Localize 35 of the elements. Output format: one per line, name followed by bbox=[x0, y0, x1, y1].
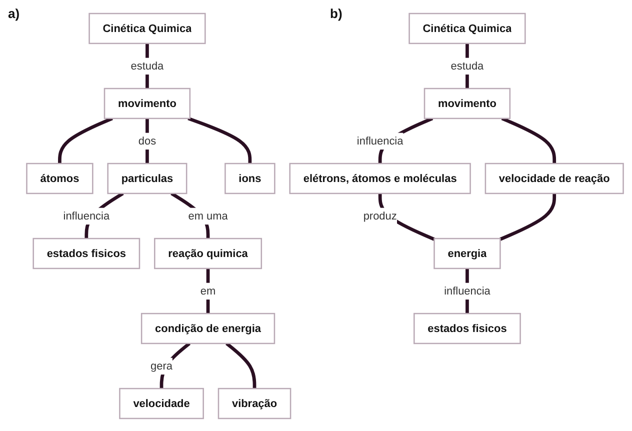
node-box: energia bbox=[434, 238, 501, 270]
node-box: estados fisicos bbox=[32, 238, 140, 270]
node-box: vibração bbox=[218, 388, 292, 420]
panel-label: b) bbox=[330, 6, 342, 21]
edge-label: produz bbox=[363, 209, 397, 222]
node-box: condição de energia bbox=[140, 312, 276, 344]
edge-label: influencia bbox=[356, 134, 404, 148]
edge-label: dos bbox=[138, 134, 156, 148]
connector bbox=[58, 116, 113, 164]
edge-label: em uma bbox=[188, 209, 228, 222]
edge-label: em bbox=[200, 284, 216, 298]
connector bbox=[501, 116, 556, 164]
edge-label: gera bbox=[150, 359, 172, 372]
edge-label: estuda bbox=[450, 59, 484, 72]
node-box: átomos bbox=[26, 162, 94, 194]
node-box: reação quimica bbox=[154, 238, 262, 270]
edge-label: estuda bbox=[130, 59, 164, 72]
connector bbox=[146, 118, 149, 164]
panel-label: a) bbox=[8, 6, 20, 21]
node-box: Cinética Quimica bbox=[408, 12, 526, 44]
edge-label: influencia bbox=[444, 284, 490, 298]
node-box: Cinética Quimica bbox=[88, 12, 206, 44]
edge-label: influencia bbox=[63, 209, 110, 222]
node-box: ions bbox=[224, 162, 276, 194]
connector bbox=[160, 342, 191, 389]
node-box: movimento bbox=[424, 88, 511, 120]
connector bbox=[226, 342, 256, 389]
connector bbox=[188, 116, 252, 164]
connector bbox=[500, 193, 556, 241]
node-box: velocidade de reação bbox=[484, 162, 624, 194]
node-box: velocidade bbox=[119, 388, 204, 420]
node-box: elétrons, átomos e moléculas bbox=[289, 162, 471, 194]
node-box: estados fisicos bbox=[414, 312, 521, 344]
node-box: particulas bbox=[107, 162, 188, 194]
node-box: movimento bbox=[104, 88, 191, 120]
